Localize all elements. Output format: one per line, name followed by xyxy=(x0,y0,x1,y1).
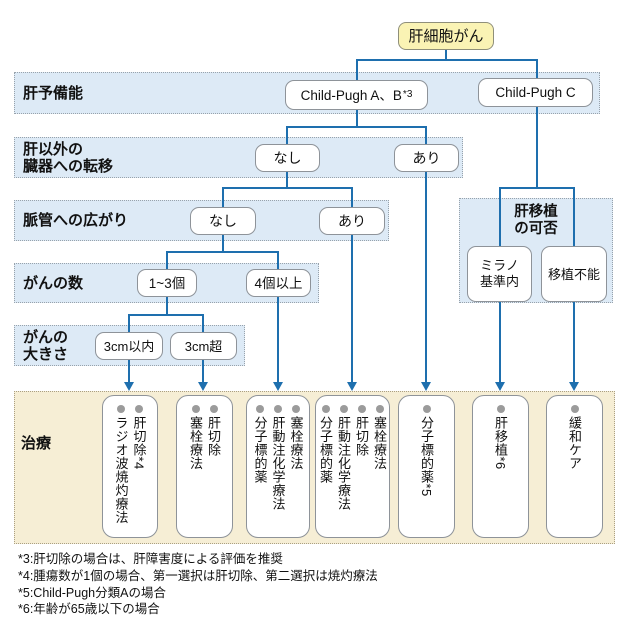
bullet-icon xyxy=(357,405,366,413)
band-metastasis-label: 肝以外の 臓器への転移 xyxy=(23,141,113,175)
footnote-6: *6:年齢が65歳以下の場合 xyxy=(18,602,160,617)
treatment-option: 塞栓療法 xyxy=(288,403,305,537)
connector-lines xyxy=(128,50,575,383)
treatment-option: 肝切除 xyxy=(353,403,370,537)
band-tumor-size-label-line1: がんの xyxy=(23,328,69,346)
node-metastasis-yes-label: あり xyxy=(412,149,441,166)
band-transplant-label-line2: の可否 xyxy=(514,221,558,237)
node-hcc-root-label: 肝細胞がん xyxy=(408,27,484,45)
bullet-icon xyxy=(135,405,143,413)
treatment-option-label: 肝動注化学療法 xyxy=(336,416,351,511)
treatment-option-label: 分子標的薬 xyxy=(252,416,268,484)
treatment-option-label: 塞栓療法 xyxy=(188,416,203,470)
treatment-option-label: 分子標的薬 xyxy=(318,416,333,484)
band-metastasis-label-line2: 臓器への転移 xyxy=(23,157,114,175)
treatment-option-label: 肝切除 xyxy=(206,416,221,457)
treatment-box-6: 肝移植*6 xyxy=(472,395,529,538)
band-treatment-label: 治療 xyxy=(21,435,52,452)
bullet-icon xyxy=(209,405,218,413)
treatment-option: 塞栓療法 xyxy=(371,403,388,537)
bullet-icon xyxy=(191,405,200,413)
treatment-option-label: 肝移植*6 xyxy=(493,416,508,470)
band-transplant-label: 肝移植 の可否 xyxy=(504,204,568,238)
node-vascular-none: なし xyxy=(190,207,256,235)
node-count-4plus: 4個以上 xyxy=(246,269,311,297)
bullet-icon xyxy=(292,405,300,413)
footnotes: *3:肝切除の場合は、肝障害度による評価を推奨 *4:腫瘍数が1個の場合、第一選… xyxy=(18,551,378,618)
arrowhead-icons xyxy=(124,382,579,391)
treatment-option: 塞栓療法 xyxy=(187,403,204,537)
band-vascular-label: 脈管への広がり xyxy=(23,212,129,229)
treatment-option-label: 緩和ケア xyxy=(567,416,582,470)
node-milan-criteria-line1: ミラノ xyxy=(480,258,519,273)
node-transplant-not-possible: 移植不能 xyxy=(541,246,607,302)
node-size-over-3cm: 3cm超 xyxy=(170,332,237,360)
node-vascular-none-label: なし xyxy=(209,212,237,229)
node-vascular-yes-label: あり xyxy=(338,212,366,229)
treatment-option-label: 塞栓療法 xyxy=(288,416,304,470)
node-size-within-3cm: 3cm以内 xyxy=(95,332,163,360)
node-transplant-not-possible-label: 移植不能 xyxy=(547,266,600,282)
treatment-option: 肝動注化学療法 xyxy=(335,403,352,537)
node-count-4plus-label: 4個以上 xyxy=(254,275,303,291)
treatment-box-1: 肝切除*4 ラジオ波焼灼療法 xyxy=(102,395,158,538)
bullet-icon xyxy=(117,405,125,413)
bullet-icon xyxy=(570,405,579,413)
node-metastasis-yes: あり xyxy=(394,144,459,172)
node-child-pugh-ab: Child-Pugh A、B*3 xyxy=(285,80,428,110)
treatment-box-7: 緩和ケア xyxy=(546,395,603,538)
node-milan-criteria: ミラノ 基準内 xyxy=(467,246,532,302)
bullet-icon xyxy=(422,405,431,413)
node-vascular-yes: あり xyxy=(319,207,385,235)
node-child-pugh-c: Child-Pugh C xyxy=(478,78,593,107)
footnote-3: *3:肝切除の場合は、肝障害度による評価を推奨 xyxy=(18,552,283,566)
band-tumor-count-label: がんの数 xyxy=(23,274,84,292)
band-metastasis: 肝以外の 臓器への転移 xyxy=(14,137,463,178)
treatment-option: 肝移植*6 xyxy=(492,403,509,537)
band-tumor-size-label-line2: 大きさ xyxy=(23,345,69,363)
treatment-option: 肝切除 xyxy=(205,403,222,537)
treatment-option-label: 肝切除*4 xyxy=(131,416,147,470)
node-metastasis-none-label: なし xyxy=(273,149,302,166)
band-transplant-label-line1: 肝移植 xyxy=(514,204,558,220)
band-tumor-size-label: がんの 大きさ xyxy=(23,329,68,363)
bullet-icon xyxy=(274,405,282,413)
treatment-box-4: 塞栓療法 肝切除 肝動注化学療法 分子標的薬 xyxy=(315,395,390,538)
treatment-option: 分子標的薬 xyxy=(317,403,334,537)
node-milan-criteria-line2: 基準内 xyxy=(479,274,519,289)
treatment-box-2: 肝切除 塞栓療法 xyxy=(176,395,233,538)
treatment-option-label: 肝切除 xyxy=(354,416,369,457)
footnote-4: *4:腫瘍数が1個の場合、第一選択は肝切除、第二選択は焼灼療法 xyxy=(18,568,378,583)
node-hcc-root: 肝細胞がん xyxy=(398,22,494,50)
bullet-icon xyxy=(256,405,264,413)
treatment-box-5: 分子標的薬*5 xyxy=(398,395,455,538)
treatment-option: 分子標的薬 xyxy=(252,403,269,537)
treatment-option: 肝切除*4 xyxy=(131,403,148,537)
treatment-option-label: 分子標的薬*5 xyxy=(419,416,434,497)
node-count-1to3-label: 1~3個 xyxy=(148,275,186,291)
node-child-pugh-c-label: Child-Pugh C xyxy=(495,85,576,100)
node-count-1to3: 1~3個 xyxy=(137,269,197,297)
bullet-icon xyxy=(339,405,348,413)
treatment-option-label: ラジオ波焼灼療法 xyxy=(113,416,129,524)
node-child-pugh-ab-label: Child-Pugh A、B xyxy=(300,87,402,103)
bullet-icon xyxy=(375,405,384,413)
treatment-option: 緩和ケア xyxy=(566,403,583,537)
treatment-option: 分子標的薬*5 xyxy=(418,403,435,537)
treatment-box-3: 塞栓療法 肝動注化学療法 分子標的薬 xyxy=(246,395,310,538)
node-milan-criteria-label: ミラノ 基準内 xyxy=(480,258,519,290)
bullet-icon xyxy=(496,405,505,413)
treatment-option: 肝動注化学療法 xyxy=(270,403,287,537)
treatment-option: ラジオ波焼灼療法 xyxy=(113,403,130,537)
treatment-option-label: 肝動注化学療法 xyxy=(270,416,286,511)
node-metastasis-none: なし xyxy=(255,144,320,172)
band-metastasis-label-line1: 肝以外の xyxy=(23,140,84,158)
node-size-within-3cm-label: 3cm以内 xyxy=(103,338,155,354)
node-size-over-3cm-label: 3cm超 xyxy=(184,338,223,354)
footnote-5: *5:Child-Pugh分類Aの場合 xyxy=(18,585,166,600)
bullet-icon xyxy=(321,405,330,413)
band-liver-reserve-label: 肝予備能 xyxy=(23,84,84,102)
treatment-option-label: 塞栓療法 xyxy=(372,416,387,470)
